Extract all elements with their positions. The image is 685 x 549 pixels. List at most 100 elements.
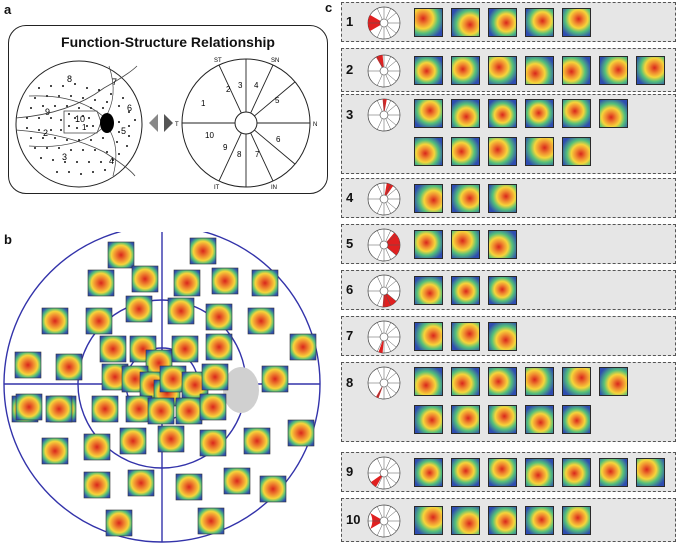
heatmap-tile [259,475,287,503]
sector-heatmap-tile [525,99,554,128]
sector-heatmap-tile [451,184,480,213]
sector-row-9: 9 [341,452,676,492]
sector-heatmap-tile [451,506,480,535]
heatmap-tile [99,335,127,363]
heatmap-tile [45,395,73,423]
field-sector-9: 9 [45,107,50,117]
sector-highlight-icon [367,456,401,490]
heatmap-tile [147,397,175,425]
heatmap-tile [205,333,233,361]
sector-heatmap-tile [488,184,517,213]
sector-heatmap-tile [525,137,554,166]
sector-row-number: 6 [346,282,354,297]
heatmap-tile [129,335,157,363]
sector-row-10: 10 [341,498,676,542]
field-sector-10: 10 [75,114,85,124]
heatmap-tile [223,467,251,495]
sector-row-number: 8 [346,375,354,390]
heatmap-tile [157,425,185,453]
sector-heatmap-tile [488,8,517,37]
heatmap-tile [167,297,195,325]
sector-heatmap-tile [451,230,480,259]
heatmap-tile [159,365,187,393]
onh-sector-9: 9 [223,143,228,152]
sector-heatmap-tile [451,276,480,305]
heatmap-tile [199,393,227,421]
heatmap-tile [83,433,111,461]
sector-heatmap-tile [562,8,591,37]
heatmap-tile [83,471,111,499]
sector-heatmap-tile [599,458,628,487]
function-structure-panel: Function-Structure Relationship 8 7 9 10… [8,25,328,194]
sector-heatmap-tile [488,99,517,128]
heatmap-tile [251,269,279,297]
sector-row-4: 4 [341,178,676,218]
sector-row-number: 4 [346,190,354,205]
heatmap-tile [41,307,69,335]
onh-label-in: IN [271,185,277,191]
sector-heatmap-tile [562,56,591,85]
sector-heatmap-tile [525,458,554,487]
sector-row-3: 3 [341,94,676,174]
field-sector-5: 5 [121,126,126,136]
heatmap-tile [243,427,271,455]
sector-heatmap-tile [488,322,517,351]
sector-heatmap-tile [488,230,517,259]
heatmap-tile [85,307,113,335]
heatmap-tile [173,269,201,297]
sector-highlight-icon [367,228,401,262]
sector-heatmap-tile [451,322,480,351]
heatmap-tile [131,265,159,293]
sector-heatmap-tile [562,458,591,487]
sector-heatmap-tile [414,458,443,487]
heatmap-tile [189,237,217,265]
sector-row-number: 3 [346,107,354,122]
sector-heatmap-tile [451,458,480,487]
onh-sector-6: 6 [276,135,281,144]
sector-highlight-icon [367,182,401,216]
sector-row-8: 8 [341,362,676,442]
sector-heatmap-tile [451,56,480,85]
sector-highlight-icon [367,54,401,88]
heatmap-tile [105,509,133,537]
sector-heatmap-tile [414,8,443,37]
sector-heatmap-tile [451,405,480,434]
panel-a-label: a [4,2,12,17]
panel-b-label: b [4,232,12,247]
heatmap-tile [197,507,225,535]
blind-spot [223,367,259,413]
panel-c-label: c [325,0,333,15]
heatmap-tile [41,437,69,465]
heatmap-tile [201,363,229,391]
field-sector-1: 1 [82,123,87,132]
field-sector-2: 2 [43,128,48,138]
onh-sector-3: 3 [238,81,243,90]
sector-row-number: 9 [346,464,354,479]
sector-row-5: 5 [341,224,676,264]
sector-heatmap-tile [488,276,517,305]
onh-label-n: N [313,122,317,128]
heatmap-tile [289,333,317,361]
sector-heatmap-tile [414,367,443,396]
sector-row-1: 1 [341,2,676,42]
sector-highlight-icon [367,504,401,538]
bidirectional-arrow-icon [149,114,173,132]
sector-heatmap-tile [488,458,517,487]
heatmap-tile [125,295,153,323]
onh-sector-4: 4 [254,81,259,90]
sector-heatmap-tile [451,367,480,396]
sector-heatmap-tile [451,137,480,166]
heatmap-tile [125,395,153,423]
onh-sector-5: 5 [275,96,280,105]
sector-heatmap-tile [488,367,517,396]
sector-heatmap-tile [636,56,665,85]
sector-highlight-icon [367,274,401,308]
sector-heatmap-tile [525,506,554,535]
sector-heatmap-tile [562,506,591,535]
heatmap-tile [55,353,83,381]
sector-heatmap-tile [414,276,443,305]
heatmap-tile [91,395,119,423]
heatmap-tile [127,469,155,497]
onh-sector-1: 1 [201,99,206,108]
sector-row-2: 2 [341,48,676,92]
